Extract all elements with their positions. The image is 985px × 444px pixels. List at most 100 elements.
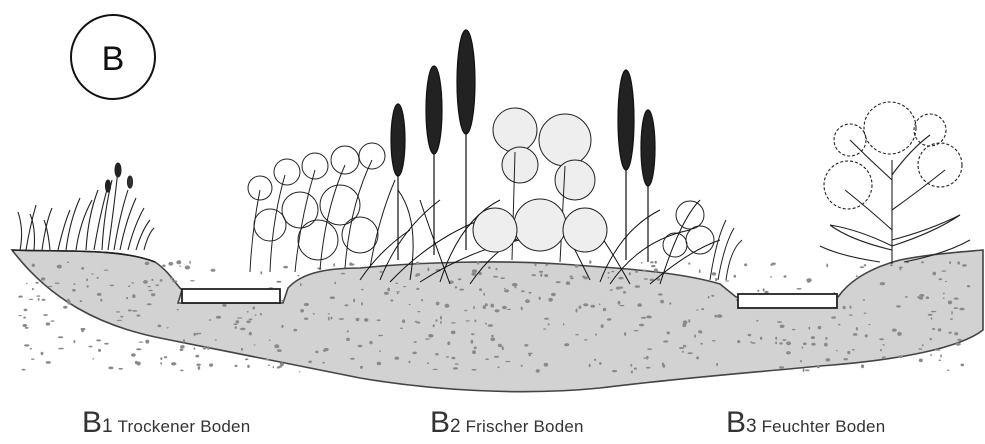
soil-speck — [757, 290, 759, 292]
soil-speck — [160, 357, 162, 360]
soil-speck — [235, 326, 237, 329]
soil-speck — [128, 285, 130, 287]
soil-speck — [529, 353, 532, 356]
soil-speck — [856, 275, 858, 277]
soil-speck — [748, 334, 752, 337]
soil-speck — [796, 288, 801, 290]
soil-speck — [521, 290, 525, 292]
soil-speck — [177, 309, 179, 310]
soil-speck — [453, 367, 458, 369]
soil-speck — [100, 299, 102, 302]
soil-speck — [483, 293, 485, 296]
soil-speck — [786, 351, 791, 354]
soil-speck — [179, 266, 181, 267]
soil-speck — [725, 280, 729, 281]
soil-speck — [300, 309, 304, 312]
soil-speck — [715, 315, 718, 318]
soil-speck — [853, 333, 858, 336]
soil-speck — [55, 283, 60, 284]
soil-speck — [521, 307, 523, 311]
soil-speck — [341, 273, 345, 275]
soil-speck — [556, 281, 561, 283]
soil-speck — [377, 362, 382, 366]
soil-speck — [817, 366, 820, 369]
soil-speck — [315, 351, 318, 354]
soil-speck — [849, 314, 853, 315]
soil-speck — [930, 354, 932, 356]
soil-speck — [931, 311, 937, 313]
soil-speck — [861, 364, 864, 368]
soil-speck — [400, 328, 403, 329]
soil-speck — [446, 356, 449, 357]
soil-speck — [384, 292, 389, 295]
soil-speck — [203, 347, 207, 350]
soil-speck — [268, 365, 270, 366]
soil-speck — [436, 302, 440, 306]
soil-speck — [856, 327, 858, 330]
soil-speck — [193, 333, 196, 336]
soil-speck — [104, 270, 109, 271]
soil-speck — [932, 328, 935, 330]
soil-speck — [196, 333, 199, 335]
soil-speck — [779, 342, 782, 344]
zone-code: B1 — [82, 406, 112, 439]
round-flower-heads — [473, 108, 607, 262]
soil-speck — [639, 324, 644, 327]
soil-speck — [701, 308, 704, 310]
soil-speck — [196, 364, 200, 366]
soil-speck — [474, 347, 477, 350]
soil-speck — [135, 361, 138, 365]
soil-speck — [185, 266, 190, 270]
soil-speck — [610, 289, 613, 291]
soil-speck — [396, 291, 400, 292]
soil-speck — [641, 317, 646, 319]
soil-speck — [145, 262, 150, 266]
soil-speck — [803, 368, 805, 372]
soil-speck — [246, 320, 250, 323]
soil-speck — [67, 262, 69, 264]
section-badge-letter: B — [102, 40, 125, 78]
zone-description: Feuchter Boden — [762, 417, 886, 436]
section-badge: B — [71, 15, 155, 99]
soil-speck — [800, 360, 802, 362]
soil-speck — [844, 358, 848, 360]
soil-speck — [346, 338, 350, 341]
soil-speck — [170, 278, 173, 280]
soil-speck — [548, 323, 550, 325]
soil-speck — [491, 335, 494, 337]
soil-speck — [471, 333, 475, 335]
zone-code: B2 — [430, 406, 460, 439]
soil-speck — [403, 286, 406, 287]
soil-speck — [563, 323, 565, 325]
soil-speck — [46, 361, 51, 364]
soil-speck — [347, 330, 349, 332]
soil-speck — [646, 356, 649, 360]
soil-speck — [435, 319, 437, 322]
soil-speck — [379, 350, 381, 352]
soil-speck — [46, 322, 50, 325]
soil-speck — [190, 280, 195, 281]
soil-speck — [683, 345, 686, 348]
soil-speck — [18, 315, 21, 316]
soil-speck — [81, 267, 84, 270]
soil-speck — [128, 309, 132, 311]
soil-speck — [491, 304, 495, 308]
soil-speck — [943, 293, 945, 295]
soil-speck — [698, 330, 702, 333]
soil-speck — [345, 304, 349, 306]
soil-speck — [379, 271, 383, 273]
soil-speck — [353, 299, 355, 303]
soil-speck — [162, 265, 165, 267]
soil-speck — [455, 286, 458, 288]
soil-profile — [12, 250, 983, 392]
soil-speck — [607, 318, 612, 321]
soil-speck — [539, 297, 541, 300]
water-channel-left — [182, 289, 280, 303]
soil-speck — [863, 299, 866, 301]
soil-speck — [544, 274, 548, 277]
soil-speck — [811, 343, 815, 346]
soil-speck — [647, 348, 652, 350]
soil-speck — [42, 299, 46, 301]
soil-speck — [543, 328, 546, 329]
soil-speck — [836, 350, 838, 351]
